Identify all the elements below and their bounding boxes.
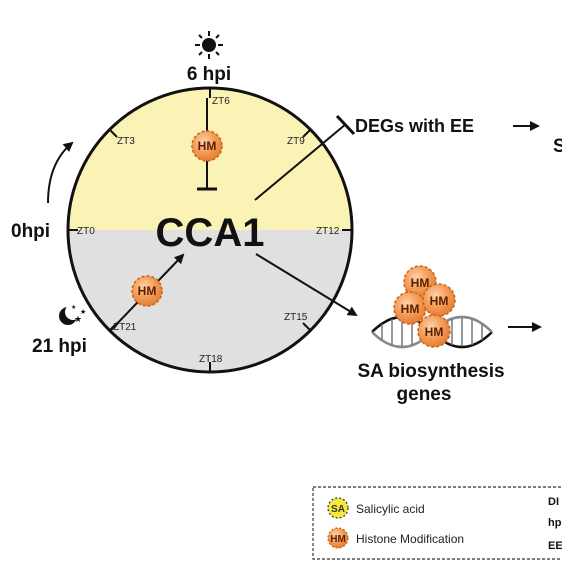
curved-time-arrow — [47, 141, 74, 204]
tick-zt15: ZT15 — [284, 312, 308, 323]
svg-text:HM: HM — [430, 294, 449, 308]
svg-text:HM: HM — [330, 534, 346, 545]
sa-genes-line1: SA biosynthesis — [357, 361, 504, 382]
sun-icon — [195, 31, 223, 59]
svg-text:HM: HM — [401, 302, 420, 316]
inhibition-bar-degs — [335, 114, 356, 136]
svg-text:★: ★ — [74, 315, 82, 325]
hm-cluster: HM HM HM HM — [393, 265, 456, 348]
legend-hm-text: Histone Modification — [356, 532, 464, 546]
degs-label: DEGs with EE — [355, 116, 474, 136]
label-0hpi: 0hpi — [11, 221, 50, 242]
legend-box — [312, 486, 562, 560]
tick-zt0: ZT0 — [77, 226, 95, 237]
hm-ball-cluster-4: HM — [417, 314, 451, 348]
label-21hpi: 21 hpi — [32, 336, 87, 357]
degs-output-partial: S — [553, 136, 562, 157]
legend-sa-text: Salicylic acid — [356, 502, 425, 516]
legend-fragment-3: EE — [548, 540, 562, 552]
activation-arrow-sa — [255, 253, 358, 317]
tick-zt6: ZT6 — [212, 96, 230, 107]
tick-zt9: ZT9 — [287, 136, 305, 147]
svg-text:HM: HM — [411, 276, 430, 290]
inhibition-line-degs — [254, 123, 347, 201]
hm-ball-cluster-2: HM — [393, 291, 427, 325]
tick-zt21: ZT21 — [113, 322, 137, 333]
hm-ball-night: HM — [131, 275, 163, 307]
svg-text:★: ★ — [80, 308, 86, 316]
label-6hpi: 6 hpi — [187, 64, 231, 85]
cca1-label: CCA1 — [156, 211, 265, 255]
moon-icon: ★ ★ ★ — [59, 304, 86, 325]
svg-text:SA: SA — [331, 504, 345, 515]
svg-text:HM: HM — [138, 284, 157, 298]
legend-sa-icon: SA — [327, 497, 349, 519]
hm-ball-cluster-3: HM — [422, 283, 456, 317]
legend-hm-icon: HM — [327, 527, 349, 549]
night-half — [68, 230, 352, 372]
sa-genes-line2: genes — [397, 384, 452, 405]
legend-fragment-1: DI — [548, 496, 559, 508]
tick-zt18: ZT18 — [199, 354, 223, 365]
legend-fragment-2: hp — [548, 517, 562, 529]
svg-text:HM: HM — [198, 139, 217, 153]
svg-text:★: ★ — [71, 304, 76, 311]
tick-zt12: ZT12 — [316, 226, 340, 237]
hm-ball-day: HM — [191, 130, 223, 162]
tick-zt3: ZT3 — [117, 136, 135, 147]
svg-text:HM: HM — [425, 325, 444, 339]
